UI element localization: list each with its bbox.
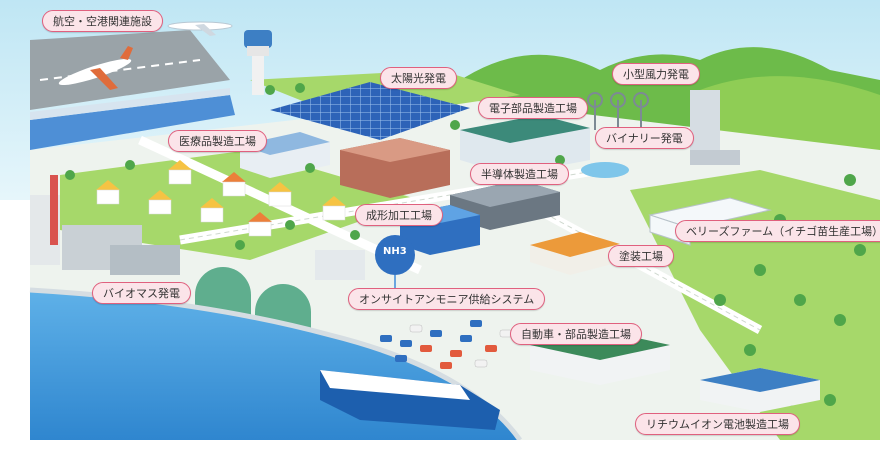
parked-cars	[380, 320, 513, 369]
binary-plant	[581, 90, 740, 178]
callout-binary: バイナリー発電	[595, 127, 694, 149]
terminal-building	[30, 95, 235, 150]
callout-battery: リチウムイオン電池製造工場	[635, 413, 800, 435]
callout-aviation: 航空・空港関連施設	[42, 10, 163, 32]
control-tower	[244, 30, 272, 95]
callout-biomass: バイオマス発電	[92, 282, 191, 304]
biomass-plant	[30, 175, 180, 275]
airplane-flying	[167, 21, 233, 36]
solar-panels	[270, 82, 470, 140]
nh3-tank-label: NH3	[383, 246, 407, 257]
callout-pharma: 医療品製造工場	[168, 130, 267, 152]
semiconductor-factory	[340, 138, 450, 198]
paint-factory	[530, 232, 620, 275]
callout-solar: 太陽光発電	[380, 67, 457, 89]
car-carrier-ship	[320, 370, 500, 430]
callout-molding: 成形加工工場	[355, 204, 443, 226]
callout-painting: 塗装工場	[608, 245, 674, 267]
battery-factory	[700, 368, 820, 412]
callout-automotive: 自動車・部品製造工場	[510, 323, 642, 345]
wind-turbines	[587, 92, 649, 130]
terminal-roof	[30, 88, 230, 120]
callout-wind: 小型風力発電	[612, 63, 700, 85]
bottom-strip	[30, 440, 880, 461]
airplane-ground	[58, 46, 133, 90]
callout-electronics: 電子部品製造工場	[478, 97, 588, 119]
green-field-left	[60, 150, 420, 260]
airport-apron	[30, 30, 230, 110]
callout-berries: ベリーズファーム（イチゴ苗生産工場）	[675, 220, 880, 242]
houses	[96, 160, 346, 237]
callout-ammonia: オンサイトアンモニア供給システム	[348, 288, 546, 310]
callout-semiconductor: 半導体製造工場	[470, 163, 569, 185]
